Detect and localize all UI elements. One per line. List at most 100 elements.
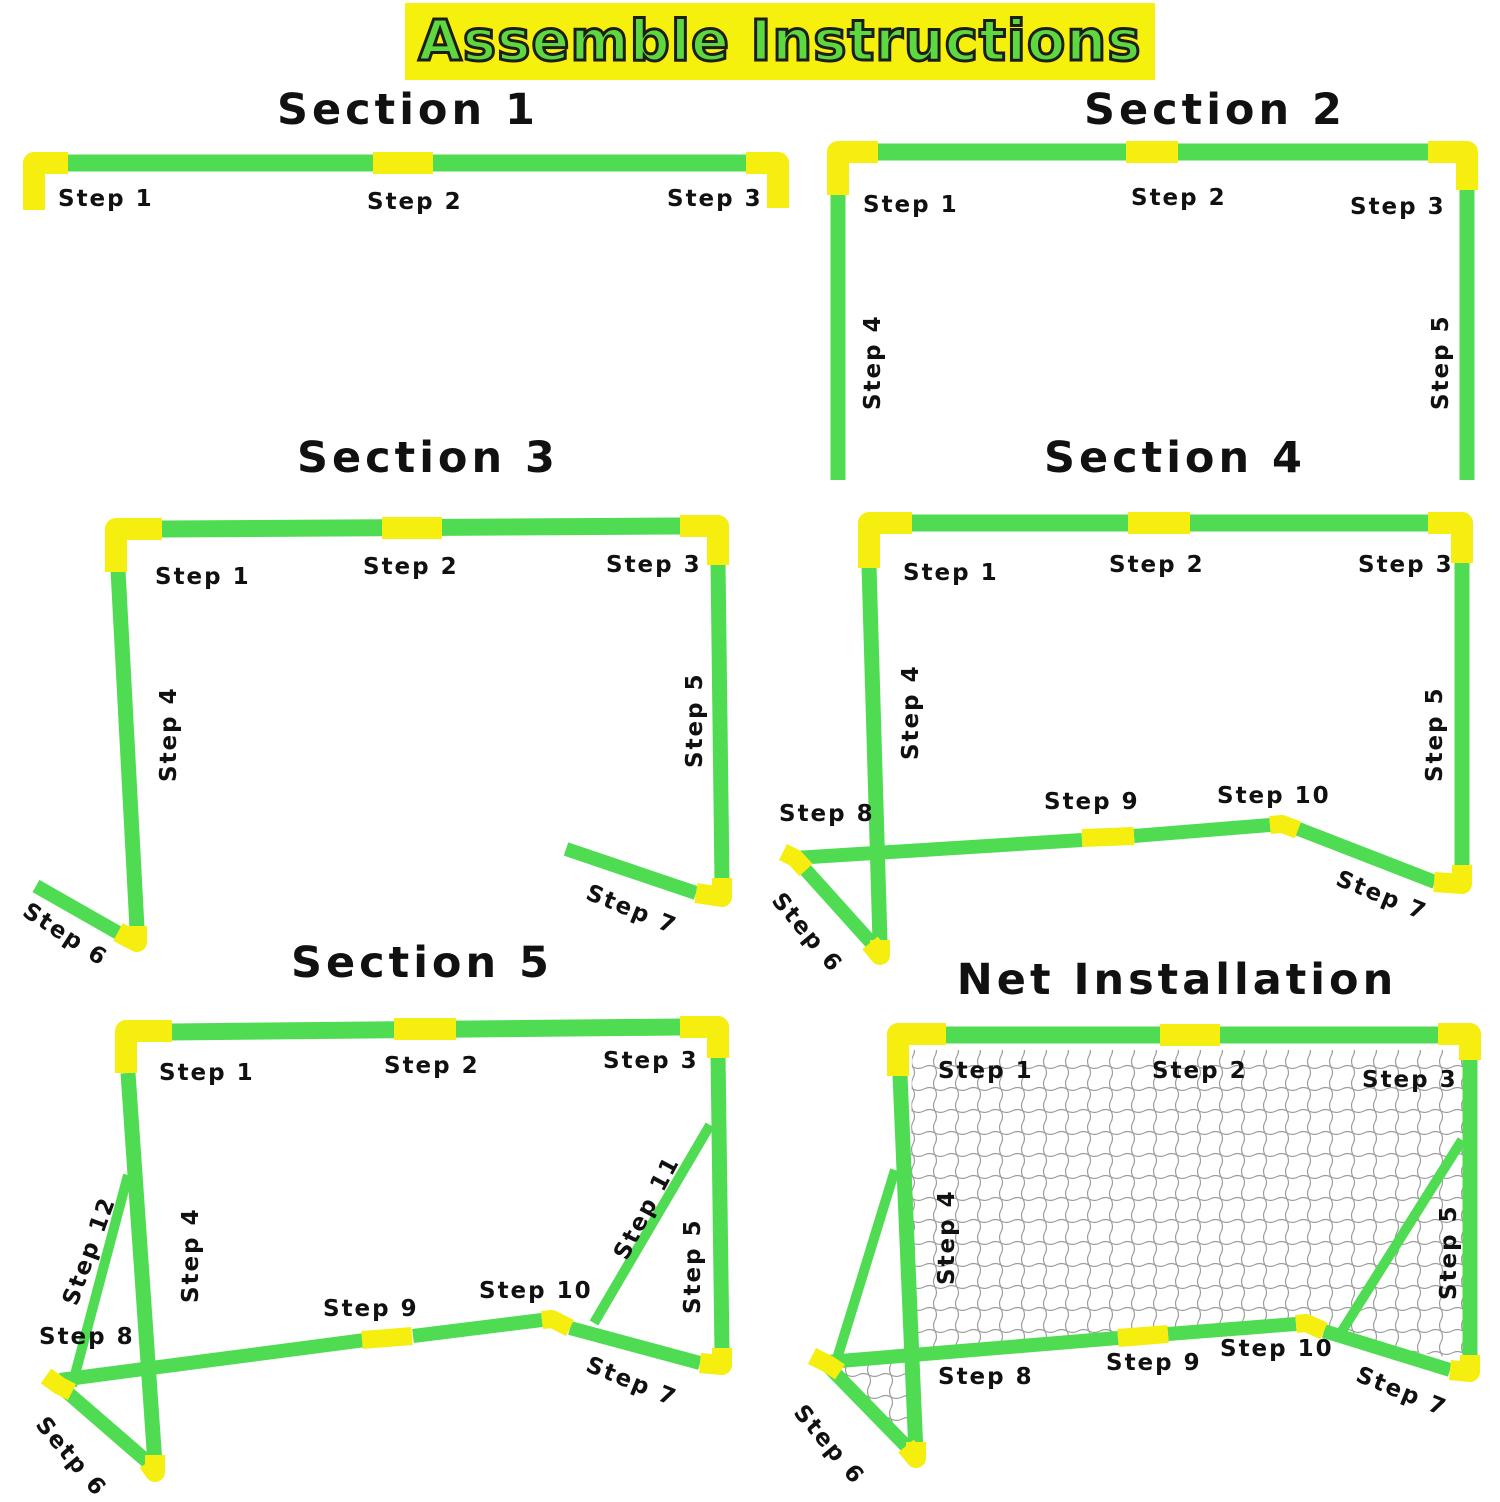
s3-left-corner (105, 518, 162, 572)
s5-back-right (412, 1313, 543, 1343)
s5-right-strut (589, 1122, 715, 1326)
net-step-1: Step 1 (938, 1058, 1034, 1084)
s4-back-left (794, 833, 1083, 865)
s3-step-4: Step 4 (156, 686, 182, 782)
s4-back-coupler (1081, 827, 1135, 847)
s5-step-2: Step 2 (384, 1053, 480, 1079)
s4-step-8: Step 8 (779, 801, 875, 827)
net-mesh (830, 1050, 1466, 1452)
s1-step-3: Step 3 (667, 186, 763, 212)
section-3-title: Section 3 (297, 433, 559, 483)
s5-right-post (710, 1054, 730, 1353)
s1-right-corner (746, 152, 789, 208)
s5-left-corner (115, 1020, 172, 1073)
s3-step-3: Step 3 (606, 552, 702, 578)
s4-step-5: Step 5 (1422, 686, 1448, 782)
s3-step-1: Step 1 (155, 564, 251, 590)
title-banner: Assemble Instructions (405, 3, 1155, 80)
s4-left-base (789, 853, 882, 953)
net-right-bottom-joint (1449, 1355, 1480, 1382)
s5-step-3: Step 3 (603, 1048, 699, 1074)
s5-back-left (59, 1333, 366, 1387)
s4-right-base (1293, 821, 1438, 889)
net-left-bottom-joint (898, 1439, 926, 1468)
section-1-title: Section 1 (277, 85, 539, 135)
s2-step-3: Step 3 (1350, 194, 1446, 220)
s4-right-bottom-joint (1433, 865, 1472, 894)
s4-right-corner (1428, 512, 1473, 563)
s4-step-4: Step 4 (898, 664, 924, 760)
s3-right-base (563, 842, 699, 900)
net-step-10: Step 10 (1220, 1336, 1334, 1362)
s5-step-4: Step 4 (178, 1207, 204, 1303)
section-2-title: Section 2 (1084, 85, 1346, 135)
net-right-corner (1438, 1023, 1481, 1060)
net-installation-title: Net Installation (956, 955, 1398, 1005)
s5-right-bottom-joint (699, 1348, 732, 1375)
s5-front-left-corner (40, 1368, 77, 1401)
section-5-title: Section 5 (291, 938, 553, 988)
s3-right-post (710, 562, 730, 883)
net-left-strut (831, 1168, 900, 1364)
net-right-base (1321, 1324, 1453, 1377)
s3-step-5: Step 5 (682, 672, 708, 768)
s2-right-corner (1428, 141, 1478, 190)
net-back-right (1167, 1317, 1297, 1341)
s4-step-9: Step 9 (1044, 789, 1140, 815)
net-left-base (822, 1361, 916, 1455)
s5-left-strut (67, 1173, 133, 1388)
net-back-corner (1295, 1314, 1328, 1340)
s5-right-corner (680, 1016, 729, 1058)
s4-step-1: Step 1 (903, 560, 999, 586)
s4-left-bottom-joint (862, 936, 890, 965)
s4-left-post (861, 565, 888, 943)
s4-step-3: Step 3 (1358, 552, 1454, 578)
net-back-coupler (1117, 1325, 1169, 1347)
net-left-corner (887, 1023, 946, 1076)
s5-left-bottom-joint (139, 1455, 165, 1482)
net-step-9: Step 9 (1106, 1350, 1202, 1376)
net-right-strut (1337, 1137, 1467, 1334)
net-front-left-corner (807, 1347, 845, 1380)
s4-step-10: Step 10 (1217, 783, 1331, 809)
s5-step-9: Step 9 (323, 1296, 419, 1322)
s2-left-corner (827, 141, 878, 195)
s5-step-8: Step 8 (39, 1324, 135, 1350)
s3-left-base (32, 879, 126, 942)
s4-step-2: Step 2 (1109, 552, 1205, 578)
s1-step-2: Step 2 (367, 189, 463, 215)
s4-left-corner (858, 512, 912, 568)
s5-step-10: Step 10 (479, 1278, 593, 1304)
net-step-4: Step 4 (934, 1189, 960, 1285)
s3-right-corner (680, 515, 729, 565)
s5-step-5: Step 5 (680, 1218, 706, 1314)
net-back-left (827, 1331, 1119, 1369)
s3-right-bottom-joint (694, 878, 732, 907)
s1-left-corner (23, 152, 68, 210)
s5-left-post (120, 1072, 163, 1465)
s4-back-right (1133, 818, 1271, 843)
section-4-title: Section 4 (1044, 433, 1306, 483)
s1-step-1: Step 1 (58, 186, 154, 212)
net-step-5: Step 5 (1436, 1204, 1462, 1300)
net-step-8: Step 8 (938, 1364, 1034, 1390)
s4-back-corner (1269, 815, 1302, 839)
s2-step-4: Step 4 (860, 314, 886, 410)
s4-front-left-corner (778, 843, 813, 877)
s3-left-bottom-joint (113, 923, 147, 952)
net-left-post (892, 1074, 924, 1455)
s5-back-coupler (361, 1327, 413, 1349)
s2-step-1: Step 1 (863, 192, 959, 218)
s2-step-5: Step 5 (1428, 314, 1454, 410)
s2-step-2: Step 2 (1131, 185, 1227, 211)
page-title: Assemble Instructions (417, 8, 1142, 76)
s5-step-1: Step 1 (159, 1060, 255, 1086)
s5-right-base (568, 1321, 702, 1370)
s3-left-post (110, 569, 145, 929)
s5-back-corner (541, 1310, 575, 1337)
net-step-2: Step 2 (1152, 1058, 1248, 1084)
s5-left-base (55, 1380, 155, 1470)
s3-step-2: Step 2 (363, 554, 459, 580)
net-step-3: Step 3 (1362, 1067, 1458, 1093)
